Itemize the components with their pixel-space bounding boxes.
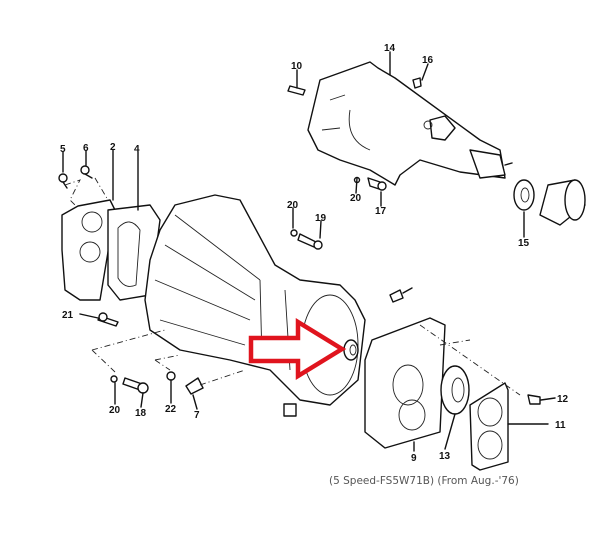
gasket-11 bbox=[469, 382, 509, 471]
part-label-20: 20 bbox=[350, 193, 362, 204]
part-label-20: 20 bbox=[287, 200, 299, 211]
plug-22 bbox=[166, 371, 176, 381]
part-label-20: 20 bbox=[109, 405, 121, 416]
part-label-14: 14 bbox=[384, 43, 396, 54]
bolt-12 bbox=[527, 394, 541, 405]
bearing-13 bbox=[440, 365, 470, 415]
part-label-12: 12 bbox=[557, 394, 569, 405]
bolt-6 bbox=[80, 165, 93, 179]
bolt-17 bbox=[367, 177, 387, 191]
bolt-19 bbox=[297, 233, 323, 250]
part-label-4: 4 bbox=[134, 144, 140, 155]
part-label-17: 17 bbox=[375, 206, 387, 217]
part-label-18: 18 bbox=[135, 408, 147, 419]
rear-extension-housing bbox=[307, 61, 513, 186]
leader-lines bbox=[62, 51, 556, 452]
part-label-10: 10 bbox=[291, 61, 303, 72]
part-label-11: 11 bbox=[555, 420, 566, 431]
part-label-5: 5 bbox=[60, 144, 66, 155]
diagram-caption: (5 Speed-FS5W71B) (From Aug.-'76) bbox=[329, 475, 519, 487]
front-cover-2 bbox=[61, 199, 116, 301]
switch bbox=[389, 287, 413, 303]
part-label-13: 13 bbox=[439, 451, 451, 462]
part-label-6: 6 bbox=[83, 143, 89, 154]
bolt-18 bbox=[122, 377, 149, 394]
bolt-5 bbox=[58, 173, 68, 189]
oil-seal-15 bbox=[513, 179, 535, 211]
drain-plug bbox=[283, 403, 297, 417]
part-label-22: 22 bbox=[165, 404, 177, 415]
part-label-15: 15 bbox=[518, 238, 530, 249]
washer-20-lower bbox=[110, 375, 118, 383]
part-label-21: 21 bbox=[62, 310, 74, 321]
part-label-2: 2 bbox=[110, 142, 116, 153]
dust-cover bbox=[539, 179, 586, 226]
part-labels: 10 14 16 5 6 2 4 20 19 20 17 15 21 20 18… bbox=[60, 43, 569, 464]
part-label-7: 7 bbox=[194, 410, 200, 421]
plug-7 bbox=[185, 377, 204, 395]
adapter-plate-9 bbox=[364, 317, 446, 449]
breather-16 bbox=[412, 77, 422, 89]
transmission-case bbox=[144, 194, 366, 406]
pin-10 bbox=[287, 85, 306, 96]
input-bearing-highlighted bbox=[343, 339, 359, 361]
part-label-16: 16 bbox=[422, 55, 434, 66]
part-label-9: 9 bbox=[411, 453, 417, 464]
bolt-21 bbox=[97, 312, 119, 327]
washer-20-mid bbox=[290, 229, 298, 237]
highlight-arrow bbox=[248, 317, 347, 381]
part-label-19: 19 bbox=[315, 213, 327, 224]
